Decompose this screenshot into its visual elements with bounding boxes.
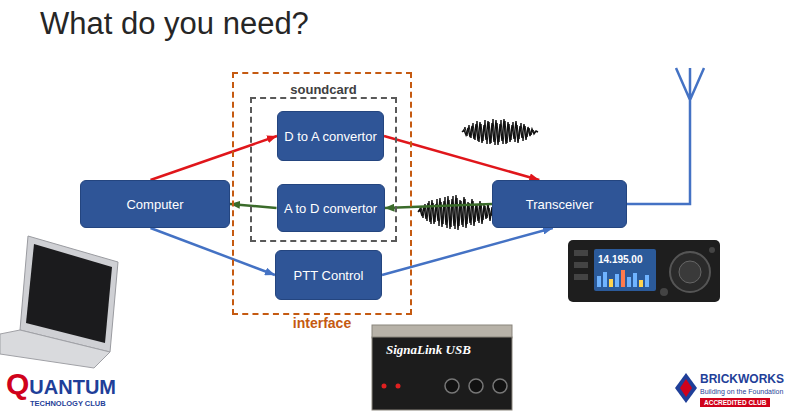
signal-arrow	[230, 204, 277, 208]
slide-title: What do you need?	[40, 6, 309, 42]
process-box: Transceiver	[492, 180, 627, 228]
club-logo: Building on the Foundation	[700, 388, 783, 395]
radio-display: 14.195.00	[598, 254, 643, 265]
box-label: A to D convertor	[284, 201, 377, 216]
antenna	[627, 68, 704, 204]
group-label: interface	[234, 315, 410, 331]
device-brand: SignaLink USB	[386, 342, 471, 358]
box-label: PTT Control	[294, 268, 364, 283]
box-label: D to A convertor	[284, 129, 377, 144]
club-emblem	[675, 373, 697, 403]
audio-wave	[418, 195, 502, 230]
club-logo: QUANTUM	[6, 370, 116, 401]
signal-arrow	[384, 136, 539, 180]
laptop	[0, 236, 118, 368]
signal-arrow	[151, 228, 276, 275]
signal-arrow	[385, 204, 493, 208]
audio-wave	[462, 119, 538, 145]
process-box: A to D convertor	[277, 184, 385, 232]
process-box: PTT Control	[275, 250, 382, 300]
group-label: soundcard	[252, 82, 395, 97]
box-label: Computer	[126, 197, 183, 212]
club-logo: ACCREDITED CLUB	[700, 398, 770, 407]
signal-arrow	[382, 228, 553, 275]
radio	[568, 240, 720, 302]
club-logo: BRICKWORKS	[700, 372, 784, 386]
group-frame: interfacesoundcardD to A convertorA to D…	[232, 72, 412, 315]
signal-arrow	[151, 136, 278, 180]
box-label: Transceiver	[526, 197, 593, 212]
process-box: D to A convertor	[277, 111, 384, 161]
club-logo: TECHNOLOGY CLUB	[30, 399, 106, 408]
interface-unit	[372, 325, 512, 410]
group-frame: soundcardD to A convertorA to D converto…	[250, 97, 397, 242]
process-box: Computer	[80, 180, 230, 228]
audio-wave	[419, 196, 499, 229]
audio-wave	[463, 119, 535, 145]
